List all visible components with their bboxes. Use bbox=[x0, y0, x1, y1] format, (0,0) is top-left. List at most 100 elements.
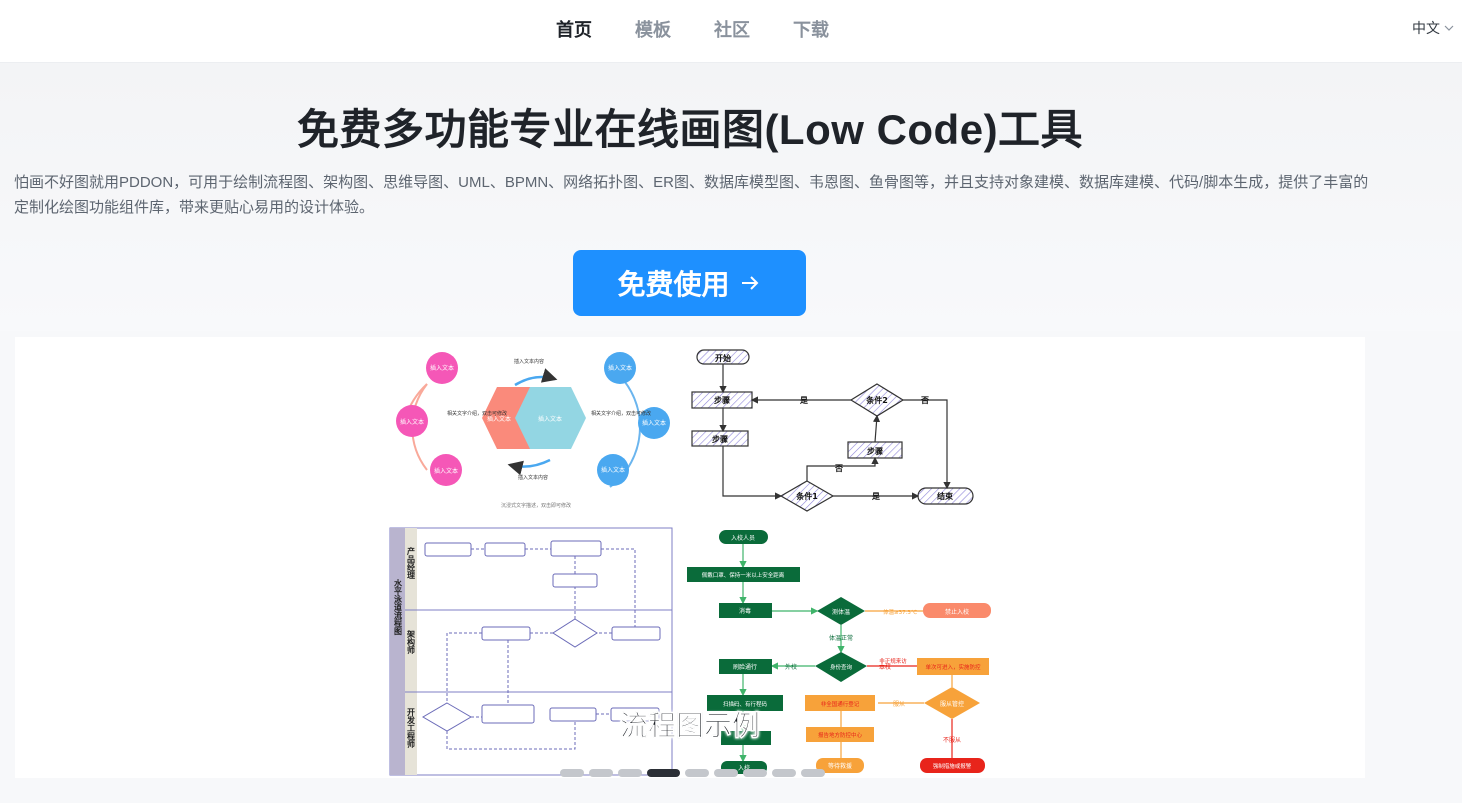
health-node bbox=[707, 695, 783, 711]
flow-start-label: 开始 bbox=[715, 353, 731, 363]
health-node-label: 非全国通行登记 bbox=[821, 700, 860, 708]
free-use-button[interactable]: 免费使用 bbox=[573, 250, 806, 316]
top-navigation-bar: 首页 模板 社区 下载 中文 bbox=[0, 0, 1462, 63]
node-label: 插入文本 bbox=[608, 364, 632, 372]
language-selector[interactable]: 中文 bbox=[1412, 18, 1454, 38]
health-node-label: 报告地方防控中心 bbox=[818, 731, 863, 739]
health-node-label: 身份查询 bbox=[830, 663, 853, 671]
health-node bbox=[805, 695, 875, 711]
node-circle bbox=[396, 405, 428, 437]
flow-no-label: 否 bbox=[920, 396, 929, 405]
node-circle bbox=[638, 407, 670, 439]
health-node bbox=[816, 758, 864, 773]
health-edge-label: 本校 bbox=[879, 663, 891, 671]
health-node bbox=[721, 731, 771, 745]
node-label: 插入文本 bbox=[434, 467, 458, 475]
node-circle bbox=[430, 454, 462, 486]
flow-condition-2-label: 条件2 bbox=[865, 395, 888, 405]
nav-item-home[interactable]: 首页 bbox=[556, 20, 592, 40]
flow-yes-label: 是 bbox=[799, 395, 808, 405]
health-node bbox=[920, 758, 985, 773]
health-edge-label: 不服从 bbox=[943, 737, 961, 744]
swimlane-diagram: 水平泳道流程图 产品经理 架构师 开发工程师 bbox=[389, 527, 673, 776]
health-node-label: 单次可进入，实施防控 bbox=[925, 663, 981, 671]
hero-description: 怕画不好图就用PDDON，可用于绘制流程图、架构图、思维导图、UML、BPMN、… bbox=[14, 174, 1369, 216]
carousel-dot[interactable] bbox=[801, 769, 825, 777]
flow-yes-label: 是 bbox=[871, 491, 880, 501]
swimlane-lane-label: 开发工程师 bbox=[406, 708, 416, 749]
swimlane-title: 水平泳道流程图 bbox=[393, 578, 403, 636]
hexagon-label: 插入文本 bbox=[487, 415, 511, 423]
nav-item-community[interactable]: 社区 bbox=[714, 20, 750, 40]
health-node-label: 扫描码、有行程码 bbox=[723, 700, 768, 708]
health-node-label: 刷脸通行 bbox=[733, 663, 757, 671]
carousel-dot[interactable] bbox=[714, 769, 738, 777]
top-arrow bbox=[514, 368, 558, 387]
language-label: 中文 bbox=[1412, 20, 1440, 36]
diagram-footer: 沉浸式文字描述，双击即可修改 bbox=[501, 502, 571, 509]
flow-step-label: 步骤 bbox=[867, 446, 883, 456]
flow-condition-1-label: 条件1 bbox=[795, 491, 818, 501]
health-edge-label: 外校 bbox=[785, 663, 797, 671]
carousel-dot[interactable] bbox=[743, 769, 767, 777]
hero-title: 免费多功能专业在线画图(Low Code)工具 bbox=[296, 106, 1084, 153]
health-node bbox=[719, 603, 772, 618]
health-node bbox=[924, 687, 980, 719]
health-edge-label: 非正规来访 bbox=[879, 657, 907, 665]
flow-step-label: 步骤 bbox=[714, 395, 730, 405]
node-circle bbox=[426, 352, 458, 384]
health-node bbox=[719, 659, 772, 674]
bottom-note: 插入文本内容 bbox=[518, 474, 548, 481]
health-node-label: 佩戴口罩、保持一米以上安全距离 bbox=[702, 571, 785, 579]
health-node bbox=[817, 597, 865, 625]
health-node bbox=[719, 530, 768, 544]
bottom-arrow bbox=[507, 458, 551, 476]
carousel-dot[interactable] bbox=[772, 769, 796, 777]
node-label: 插入文本 bbox=[642, 419, 666, 427]
carousel-indicators bbox=[560, 769, 825, 777]
carousel-dot[interactable] bbox=[685, 769, 709, 777]
health-node-label: 入校 bbox=[738, 764, 750, 772]
node-label: 插入文本 bbox=[601, 466, 625, 474]
health-edge-label: 体温正常 bbox=[829, 634, 853, 642]
health-node-label: 禁止入校 bbox=[945, 608, 969, 616]
health-node bbox=[917, 658, 989, 675]
carousel-caption: 流程图示例 bbox=[619, 710, 761, 742]
health-node-label: 强制措施或报警 bbox=[933, 762, 972, 770]
health-node bbox=[687, 567, 800, 582]
carousel-dot[interactable] bbox=[647, 769, 680, 777]
diagram-carousel[interactable]: 插入文本 插入文本 插入文本 插入文本 插入文本 插入文本 插入文本 插入文本 … bbox=[15, 337, 1365, 778]
health-node bbox=[806, 727, 874, 742]
diagram-preview: 插入文本 插入文本 插入文本 插入文本 插入文本 插入文本 插入文本 插入文本 … bbox=[389, 349, 991, 776]
carousel-dot[interactable] bbox=[618, 769, 642, 777]
health-node-label: 消毒 bbox=[739, 607, 751, 615]
flow-end-label: 结束 bbox=[937, 491, 954, 501]
health-node-label: 测体温 bbox=[832, 608, 850, 616]
health-flowchart: 入校人员 佩戴口罩、保持一米以上安全距离 消毒 测体温 体温正常 体温≥37.3… bbox=[687, 530, 991, 774]
node-circle bbox=[597, 454, 629, 486]
swimlane-lane-label: 架构师 bbox=[407, 629, 416, 655]
health-edge-label: 服从 bbox=[893, 701, 905, 708]
main-nav: 首页 模板 社区 下载 bbox=[556, 0, 829, 58]
circle-diagram: 插入文本 插入文本 插入文本 插入文本 插入文本 插入文本 插入文本 插入文本 … bbox=[396, 352, 670, 509]
node-label: 插入文本 bbox=[430, 364, 454, 372]
flow-no-label: 否 bbox=[834, 464, 843, 473]
side-text-left: 相关文字介绍，双击可修改 bbox=[447, 410, 507, 417]
swimlane-lane-label: 产品经理 bbox=[407, 546, 416, 580]
side-text-right: 相关文字介绍，双击可修改 bbox=[591, 410, 651, 417]
nav-item-templates[interactable]: 模板 bbox=[635, 20, 671, 40]
node-circle bbox=[604, 352, 636, 384]
health-node bbox=[815, 652, 867, 682]
carousel-dot[interactable] bbox=[589, 769, 613, 777]
free-use-button-label: 免费使用 bbox=[617, 269, 730, 300]
nav-item-download[interactable]: 下载 bbox=[793, 20, 829, 40]
sketch-flowchart bbox=[691, 349, 974, 512]
carousel-dot[interactable] bbox=[560, 769, 584, 777]
health-node-label: 等待救援 bbox=[828, 762, 852, 770]
flow-step-label: 步骤 bbox=[712, 434, 728, 444]
hexagon-label: 插入文本 bbox=[538, 415, 562, 423]
node-label: 插入文本 bbox=[400, 418, 424, 426]
arrow-right-icon bbox=[741, 276, 758, 290]
chevron-down-icon bbox=[1444, 25, 1454, 31]
health-edge-label: 体温≥37.3℃ bbox=[883, 608, 917, 616]
